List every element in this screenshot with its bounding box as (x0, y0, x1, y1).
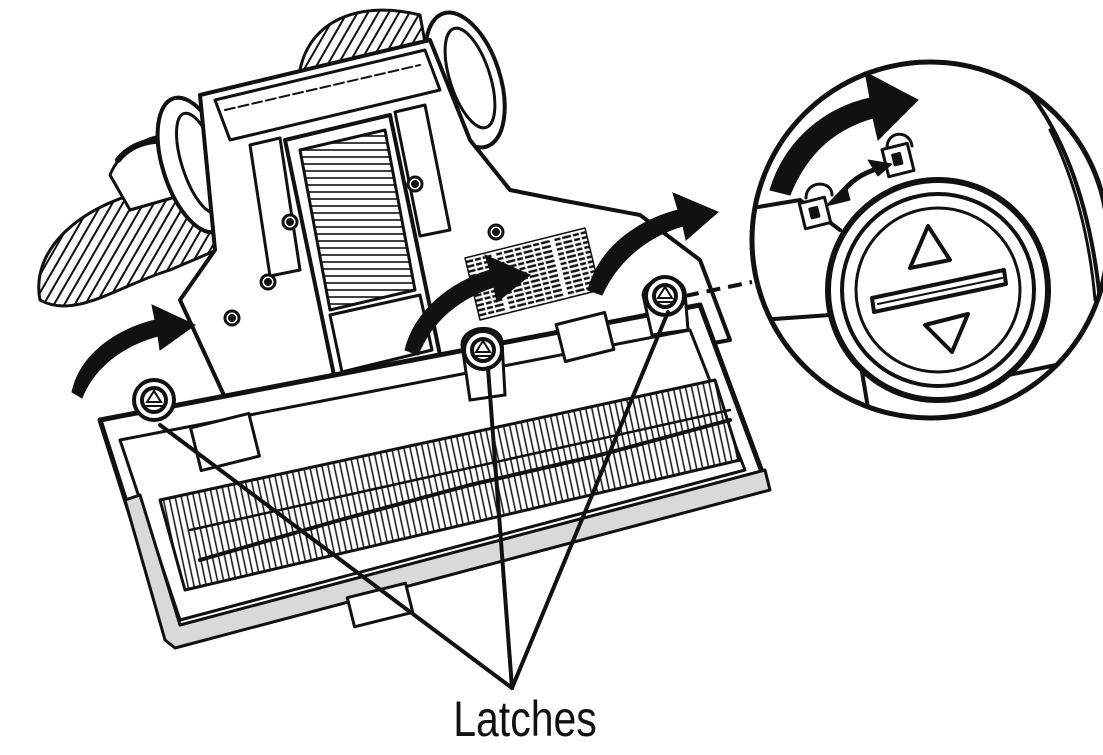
up-triangle-icon (908, 224, 952, 270)
down-triangle-icon (923, 312, 970, 354)
arrow-middle (404, 254, 531, 356)
leader-line-middle (486, 366, 514, 690)
latch-right (641, 275, 690, 337)
rotation-arrows (71, 192, 719, 399)
unlock-icon (797, 182, 834, 231)
clips (189, 311, 616, 629)
lock-icon (880, 132, 916, 179)
double-arrow-icon (825, 159, 893, 207)
leader-line-left (158, 423, 514, 690)
arrow-left (71, 304, 196, 399)
leader-line-right (510, 310, 670, 690)
screws (223, 175, 505, 327)
zoom-inset: s (745, 59, 1103, 421)
latch-left (132, 378, 176, 422)
latch-knob-zoomed (825, 177, 1051, 403)
arrow-zoomed (769, 71, 919, 196)
vacuum-body (37, 8, 772, 650)
partial-text: s (745, 170, 756, 195)
latch-middle (460, 326, 507, 402)
zoom-leader (684, 280, 753, 298)
brushroll (158, 378, 742, 592)
arrow-right (587, 192, 719, 296)
latches-label: Latches (453, 691, 597, 747)
